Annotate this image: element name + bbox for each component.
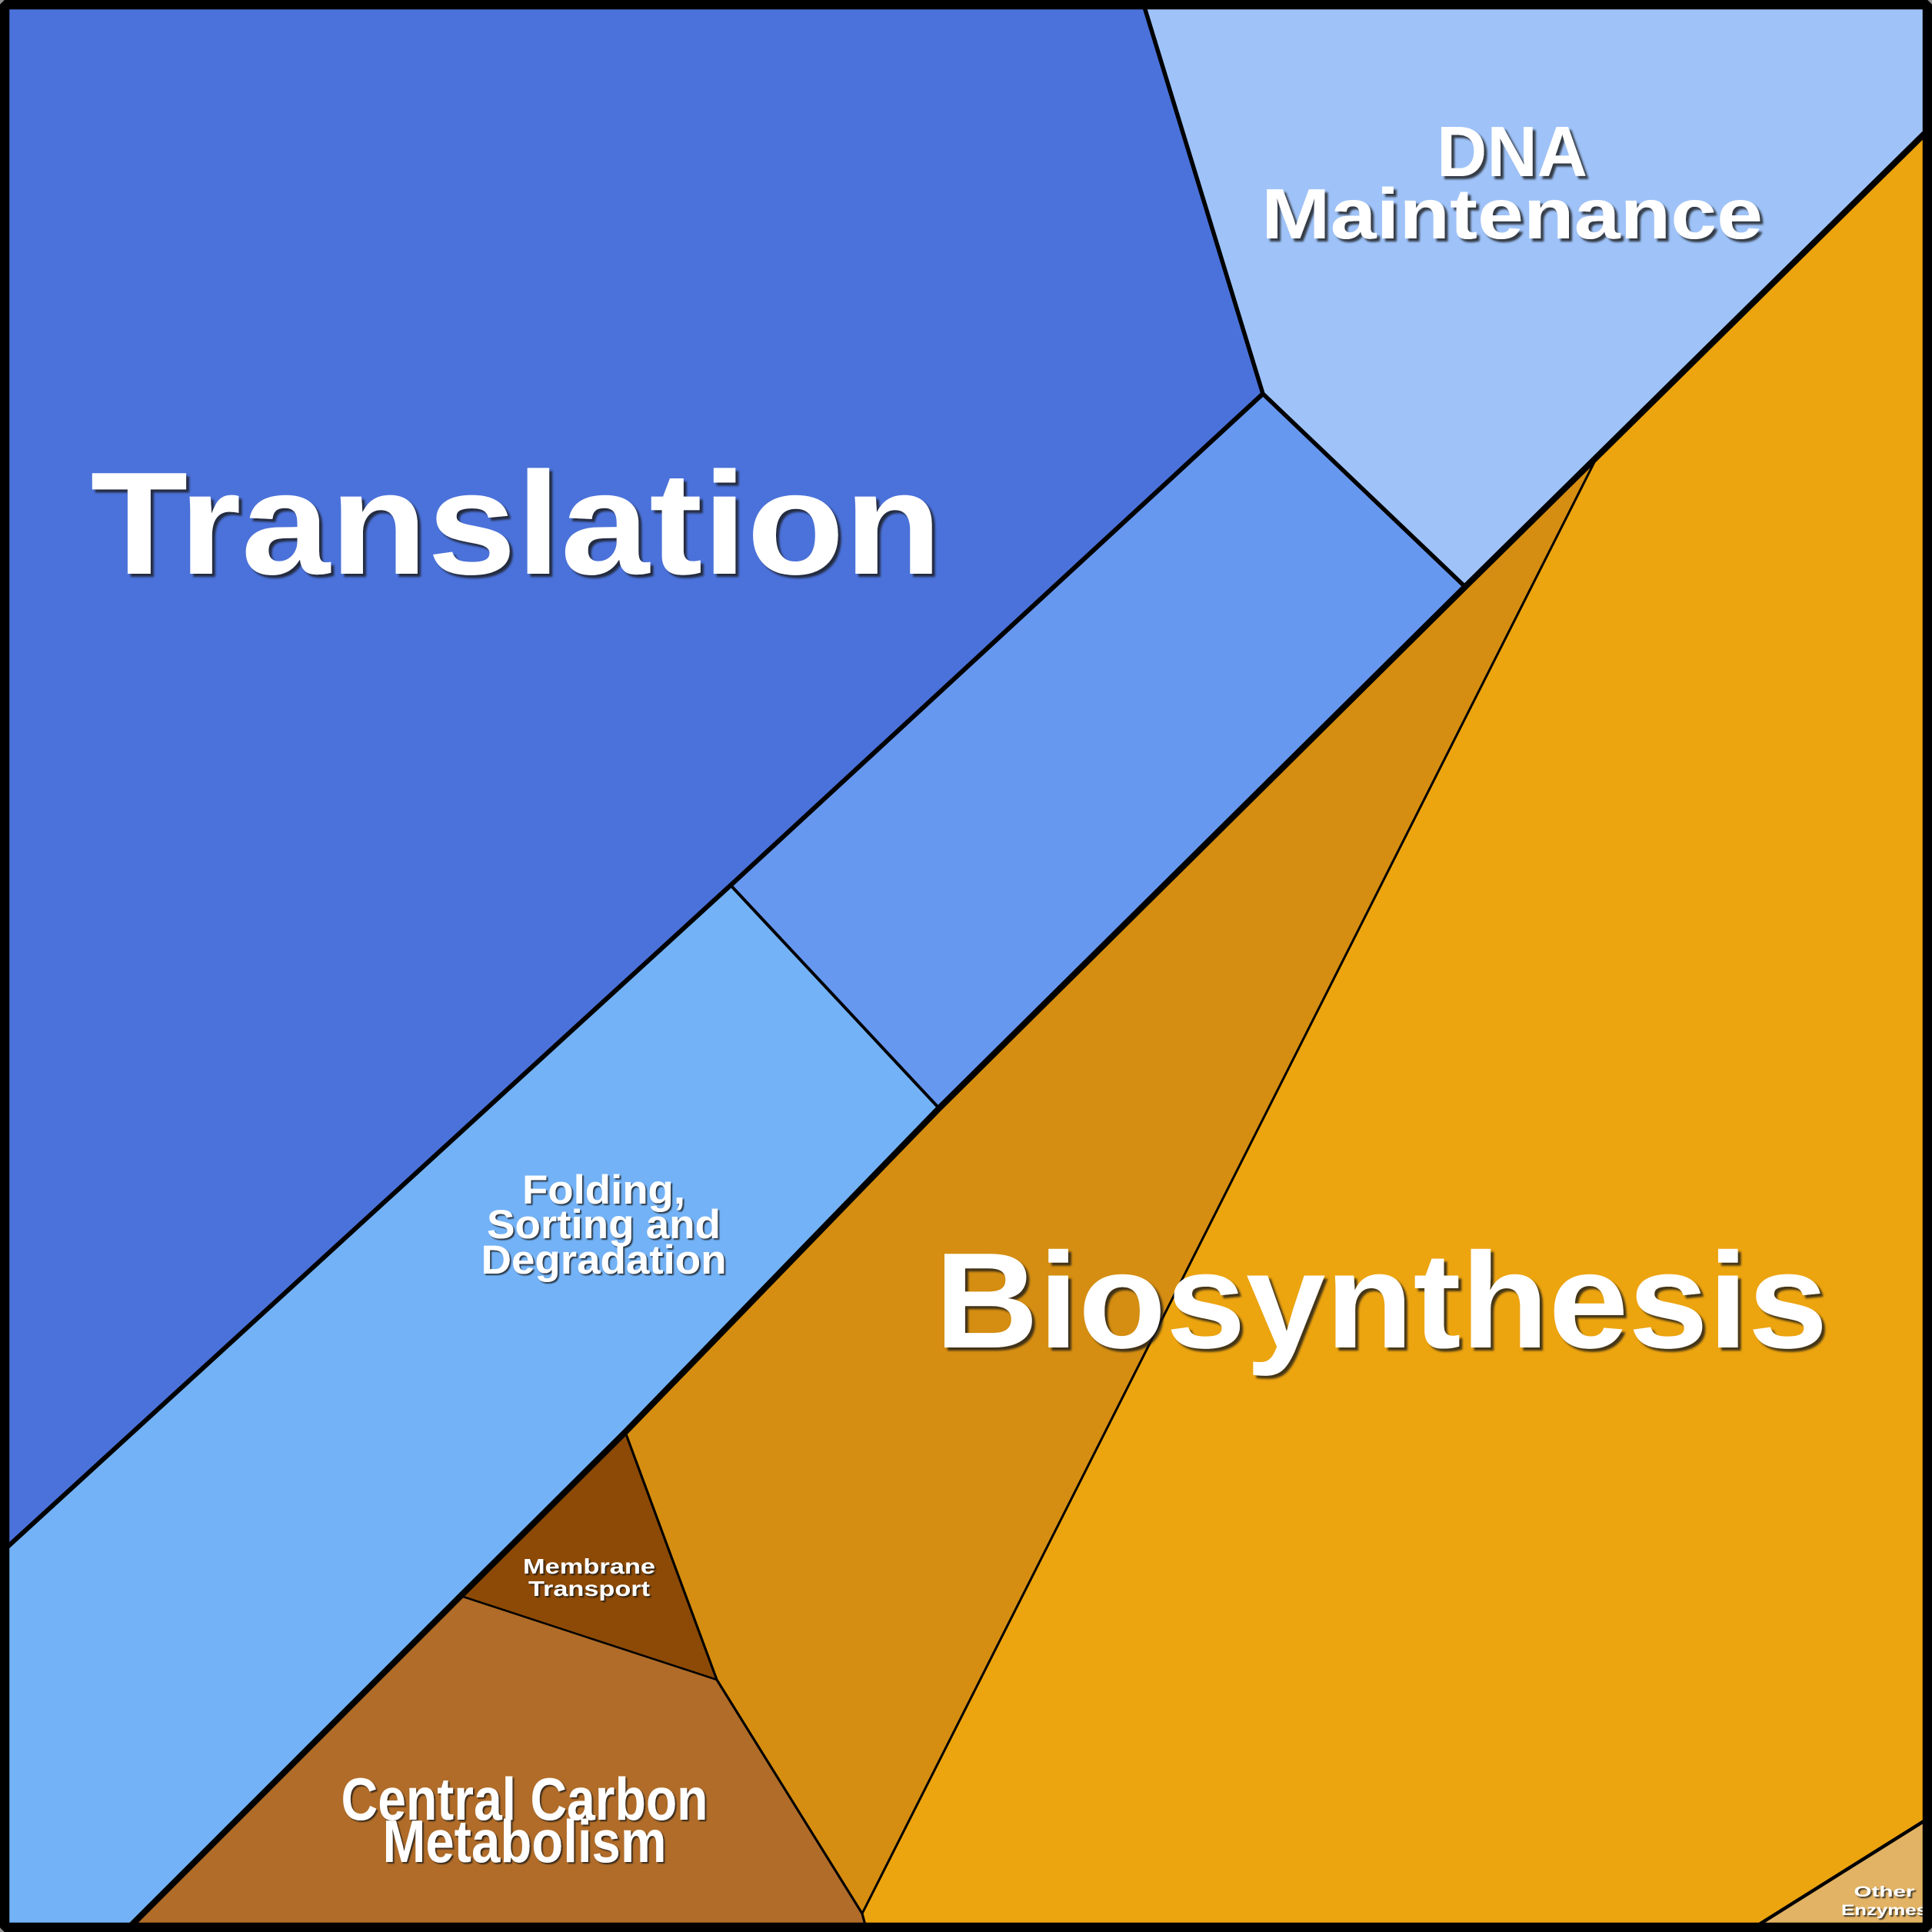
svg-text:Degradation: Degradation [481, 1237, 727, 1283]
svg-text:DNA: DNA [1437, 112, 1587, 192]
svg-text:Maintenance: Maintenance [1261, 174, 1763, 254]
svg-text:Central Carbon: Central Carbon [341, 1765, 708, 1833]
svg-text:Translation: Translation [91, 442, 942, 605]
svg-text:Folding,: Folding, [522, 1168, 685, 1213]
svg-text:Other: Other [1854, 1884, 1916, 1900]
svg-text:Biosynthesis: Biosynthesis [935, 1224, 1828, 1377]
svg-text:Enzymes: Enzymes [1841, 1903, 1927, 1919]
svg-text:Sorting and: Sorting and [487, 1202, 721, 1247]
svg-text:Metabolism: Metabolism [383, 1807, 667, 1875]
svg-text:Membrane: Membrane [523, 1554, 655, 1578]
svg-text:Transport: Transport [528, 1577, 650, 1601]
